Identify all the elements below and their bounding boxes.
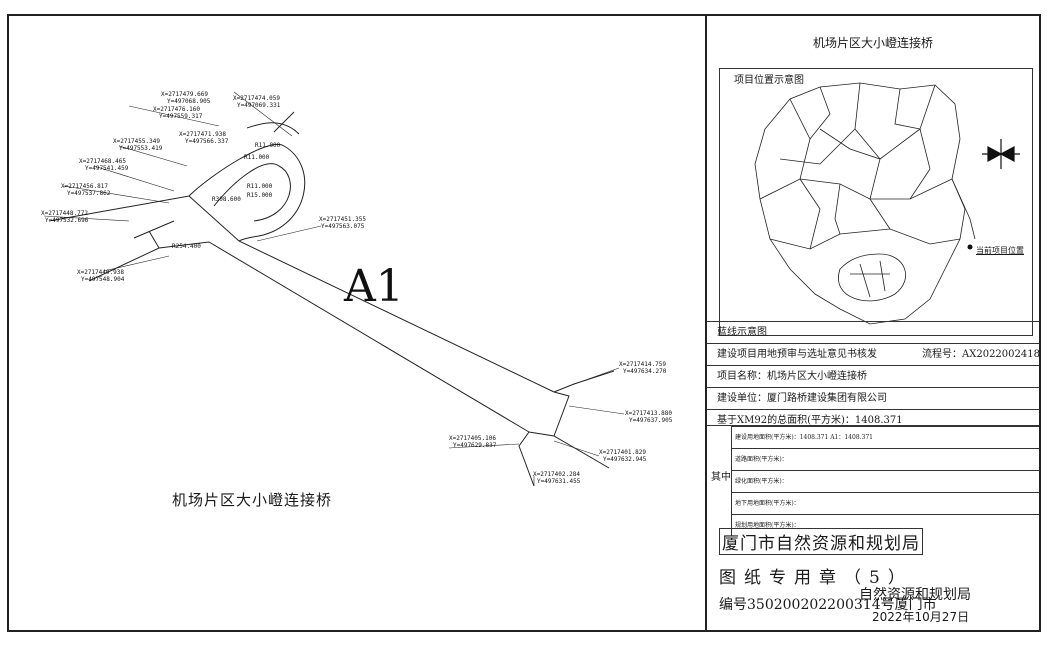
coord-x: X=2717448.772 — [41, 210, 88, 217]
coord-x: X=2717401.829 — [599, 449, 646, 456]
coord-y: Y=497637.905 — [629, 417, 673, 424]
coord-x: X=2717402.284 — [533, 471, 580, 478]
breakdown-label: 其中 — [707, 426, 732, 536]
coord-x: X=2717414.759 — [619, 361, 666, 368]
coord-y: Y=497541.459 — [85, 165, 129, 172]
coord-x: X=2717474.059 — [233, 95, 280, 102]
coord-y: Y=497631.455 — [537, 478, 581, 485]
issue-row: 建设项目用地预审与选址意见书核发 流程号：AX2022002418 — [707, 343, 1040, 365]
coord-x: X=2717405.106 — [449, 435, 496, 442]
radius-label: R15.000 — [247, 192, 273, 199]
radius-label: R308.600 — [212, 196, 241, 203]
location-map: 项目位置示意图 当前项目位置 — [719, 68, 1033, 336]
coord-x: X=2717468.465 — [79, 158, 126, 165]
area-breakdown: 其中 建设用地面积(平方米)：1408.371 A1：1408.371 道路面积… — [707, 425, 1039, 536]
coord-y: Y=497629.837 — [453, 442, 497, 449]
coord-x: X=2717455.349 — [113, 138, 160, 145]
coord-y: Y=497634.270 — [623, 368, 667, 375]
district-map-svg — [754, 82, 1020, 325]
breakdown-row: 地下用地面积(平方米)： — [731, 492, 1039, 514]
coord-y: Y=497069.331 — [237, 102, 281, 109]
radius-label: R11.000 — [255, 142, 281, 149]
coord-x: X=2717413.880 — [625, 410, 672, 417]
drawing-frame — [7, 14, 1041, 632]
title-block-divider — [705, 14, 707, 632]
area-row: 基于XM92的总面积(平方米)：1408.371 — [707, 409, 1039, 431]
construction-unit: 建设单位：厦门路桥建设集团有限公司 — [717, 393, 887, 404]
coord-x: X=2717476.160 — [153, 106, 200, 113]
coord-y: Y=497632.945 — [603, 456, 647, 463]
coord-x: X=2717479.669 — [161, 91, 208, 98]
approval-stamp: 厦门市自然资源和规划局 图纸专用章（5） 编号350200202200314号厦… — [719, 528, 937, 614]
radius-label: R11.000 — [244, 154, 270, 161]
coord-x: X=2717440.938 — [77, 269, 124, 276]
coord-y: Y=497548.904 — [81, 276, 125, 283]
issue-date: 2022年10月27日 — [872, 610, 970, 624]
map-title: 项目位置示意图 — [734, 75, 804, 86]
issue-label: 建设项目用地预审与选址意见书核发 — [717, 349, 877, 360]
area-label: A1 — [343, 261, 404, 312]
unit-row: 建设单位：厦门路桥建设集团有限公司 — [707, 387, 1039, 409]
coord-x: X=2717451.355 — [319, 216, 366, 223]
coord-y: Y=497559.317 — [159, 113, 203, 120]
coord-y: Y=497566.337 — [185, 138, 229, 145]
radius-label: R11.000 — [247, 183, 273, 190]
site-drawing: X=2717479.669 Y=497068.905 X=2717474.059… — [9, 16, 703, 630]
radius-label: R254.400 — [172, 243, 201, 250]
project-name-caption: 机场片区大小嶝连接桥 — [172, 491, 333, 509]
current-location-label: 当前项目位置 — [976, 246, 1024, 255]
coord-y: Y=497537.862 — [67, 190, 111, 197]
project-name-row: 项目名称：机场片区大小嶝连接桥 — [707, 365, 1039, 387]
seal-text: 图纸专用章（5） — [719, 568, 913, 588]
coord-y: Y=497068.905 — [167, 98, 211, 105]
redline-row: 蓝线示意图 — [707, 321, 1039, 343]
coord-x: X=2717471.938 — [179, 131, 226, 138]
document-number: 编号350200202200314号厦门市 — [719, 597, 937, 613]
coordinate-labels: X=2717479.669 Y=497068.905 X=2717474.059… — [41, 91, 673, 485]
serial-number: 流程号：AX2022002418 — [922, 349, 1040, 360]
radius-labels: R11.000 R11.000 R11.000 R15.000 R308.600… — [172, 142, 281, 250]
title-block: 机场片区大小嶝连接桥 — [707, 16, 1040, 630]
breakdown-row: 绿化面积(平方米)： — [731, 470, 1039, 492]
bureau-box: 厦门市自然资源和规划局 — [719, 528, 923, 555]
redline-label: 蓝线示意图 — [717, 327, 767, 338]
coord-x: X=2717456.817 — [61, 183, 108, 190]
total-area: 基于XM92的总面积(平方米)：1408.371 — [717, 415, 903, 426]
issuing-bureau: 自然资源和规划局 — [859, 587, 971, 603]
breakdown-row: 建设用地面积(平方米)：1408.371 A1：1408.371 — [731, 426, 1039, 448]
road-alignment-svg: X=2717479.669 Y=497068.905 X=2717474.059… — [41, 91, 673, 487]
coord-y: Y=497553.419 — [119, 145, 163, 152]
breakdown-row: 规划用地面积(平方米)： — [731, 514, 1039, 536]
breakdown-row: 道路面积(平方米)： — [731, 448, 1039, 470]
coord-y: Y=497563.075 — [321, 223, 365, 230]
project-name: 项目名称：机场片区大小嶝连接桥 — [717, 371, 867, 382]
panel-title: 机场片区大小嶝连接桥 — [812, 36, 933, 50]
coord-y: Y=497532.696 — [45, 217, 89, 224]
